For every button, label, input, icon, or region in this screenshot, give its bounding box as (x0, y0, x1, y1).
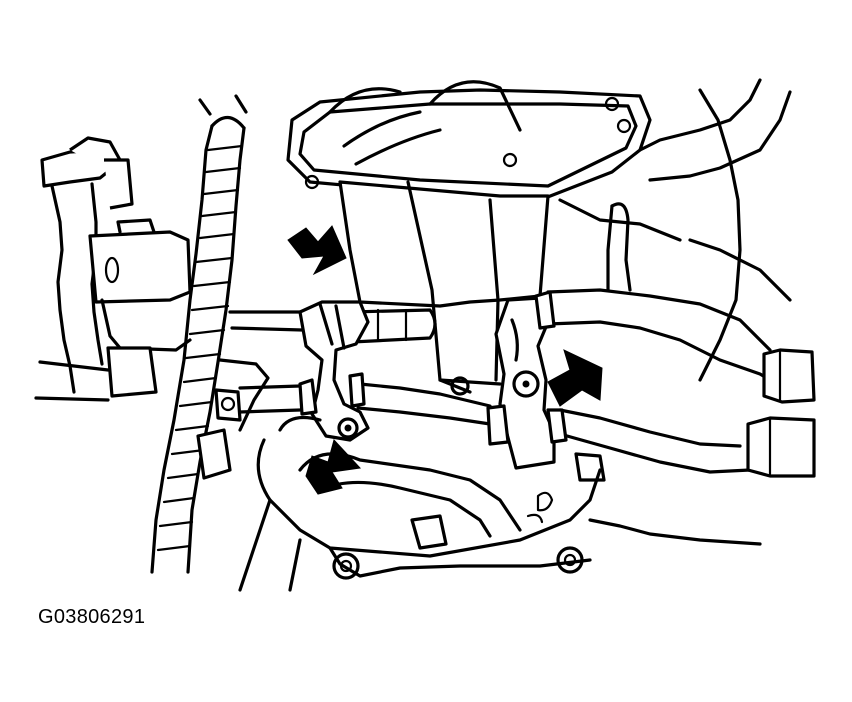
lower-housing (238, 416, 762, 592)
main-wire-harness (150, 94, 248, 574)
right-hose-clamp (486, 290, 568, 470)
callout-arrows (287, 225, 603, 495)
manifold-housing (286, 80, 652, 396)
right-hoses (558, 78, 792, 382)
sensor-lead (196, 358, 270, 480)
arrow-right-icon (547, 349, 603, 407)
left-hose-clamp (298, 300, 370, 442)
left-bracket-assembly (34, 136, 192, 402)
arrow-bottom-left-icon (305, 439, 362, 495)
figure-code-label: G03806291 (38, 606, 146, 628)
right-connectors (746, 348, 816, 478)
arrow-top-left-icon (287, 225, 347, 276)
fuel-hoses (228, 288, 772, 474)
